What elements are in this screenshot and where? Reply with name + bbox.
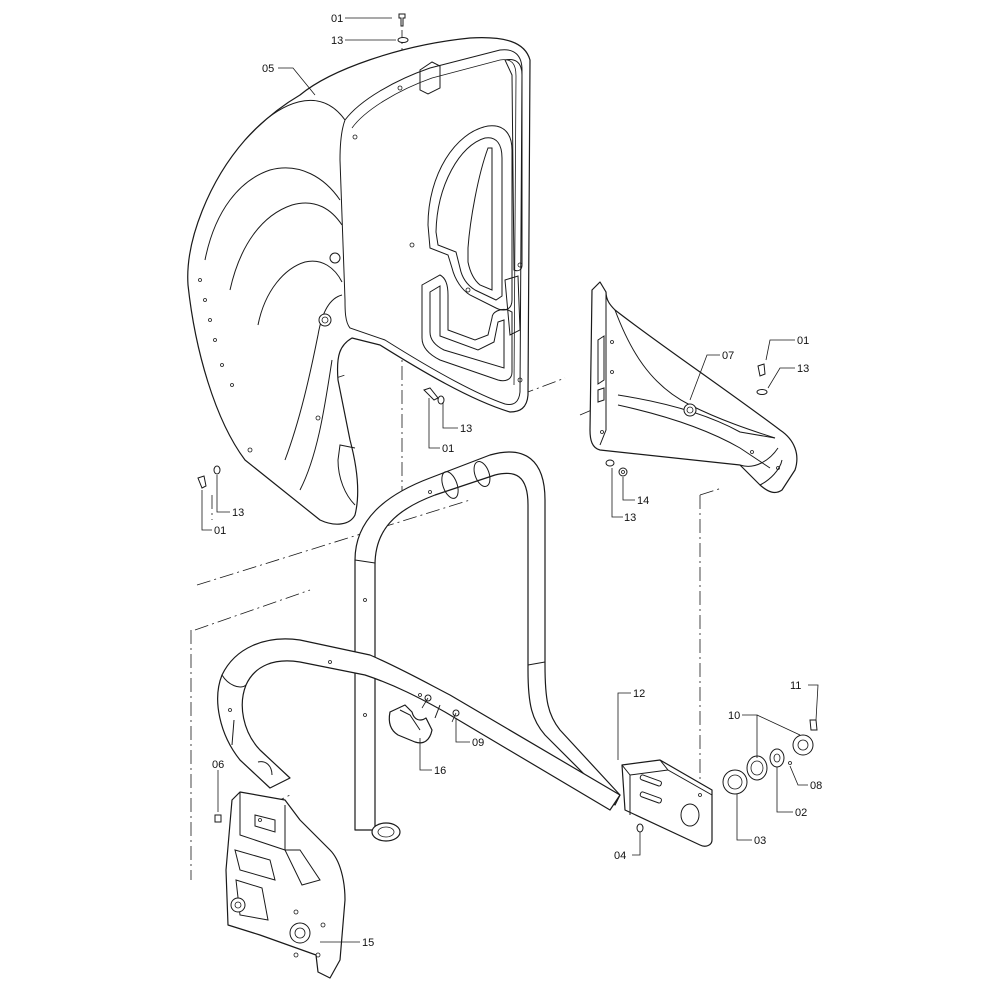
callout-01-top: 01: [331, 13, 343, 25]
callout-10: 10: [728, 710, 740, 722]
side-plate-part-15: [225, 791, 346, 979]
back-plate-part-05: [187, 37, 531, 525]
callout-12: 12: [633, 688, 645, 700]
callout-06: 06: [212, 759, 224, 771]
callout-15: 15: [362, 937, 374, 949]
callout-01-left: 01: [214, 525, 226, 537]
callout-04: 04: [614, 850, 626, 862]
callout-08: 08: [810, 780, 822, 792]
leader-lines: [201, 17, 819, 943]
callout-02: 02: [795, 807, 807, 819]
callout-11: 11: [790, 680, 801, 692]
callout-13-left: 13: [232, 507, 244, 519]
clamp-part-16: [388, 694, 460, 744]
callout-05: 05: [262, 63, 274, 75]
callout-09: 09: [472, 737, 484, 749]
hip-bracket-part-07: [589, 281, 798, 494]
callout-16: 16: [434, 765, 446, 777]
callout-13-right: 13: [797, 363, 809, 375]
callout-14: 14: [637, 495, 649, 507]
callout-labels: 01 13 05 01 07 13 13 01 14 13 13 01 12 1…: [212, 13, 822, 949]
callout-01-mid: 01: [442, 443, 454, 455]
callout-13-mid: 13: [460, 423, 472, 435]
callout-07: 07: [722, 350, 734, 362]
callout-13-top: 13: [331, 35, 343, 47]
callout-03: 03: [754, 835, 766, 847]
callout-01-right: 01: [797, 335, 809, 347]
tube-frame-part-12: [217, 451, 713, 847]
callout-13-low: 13: [624, 512, 636, 524]
